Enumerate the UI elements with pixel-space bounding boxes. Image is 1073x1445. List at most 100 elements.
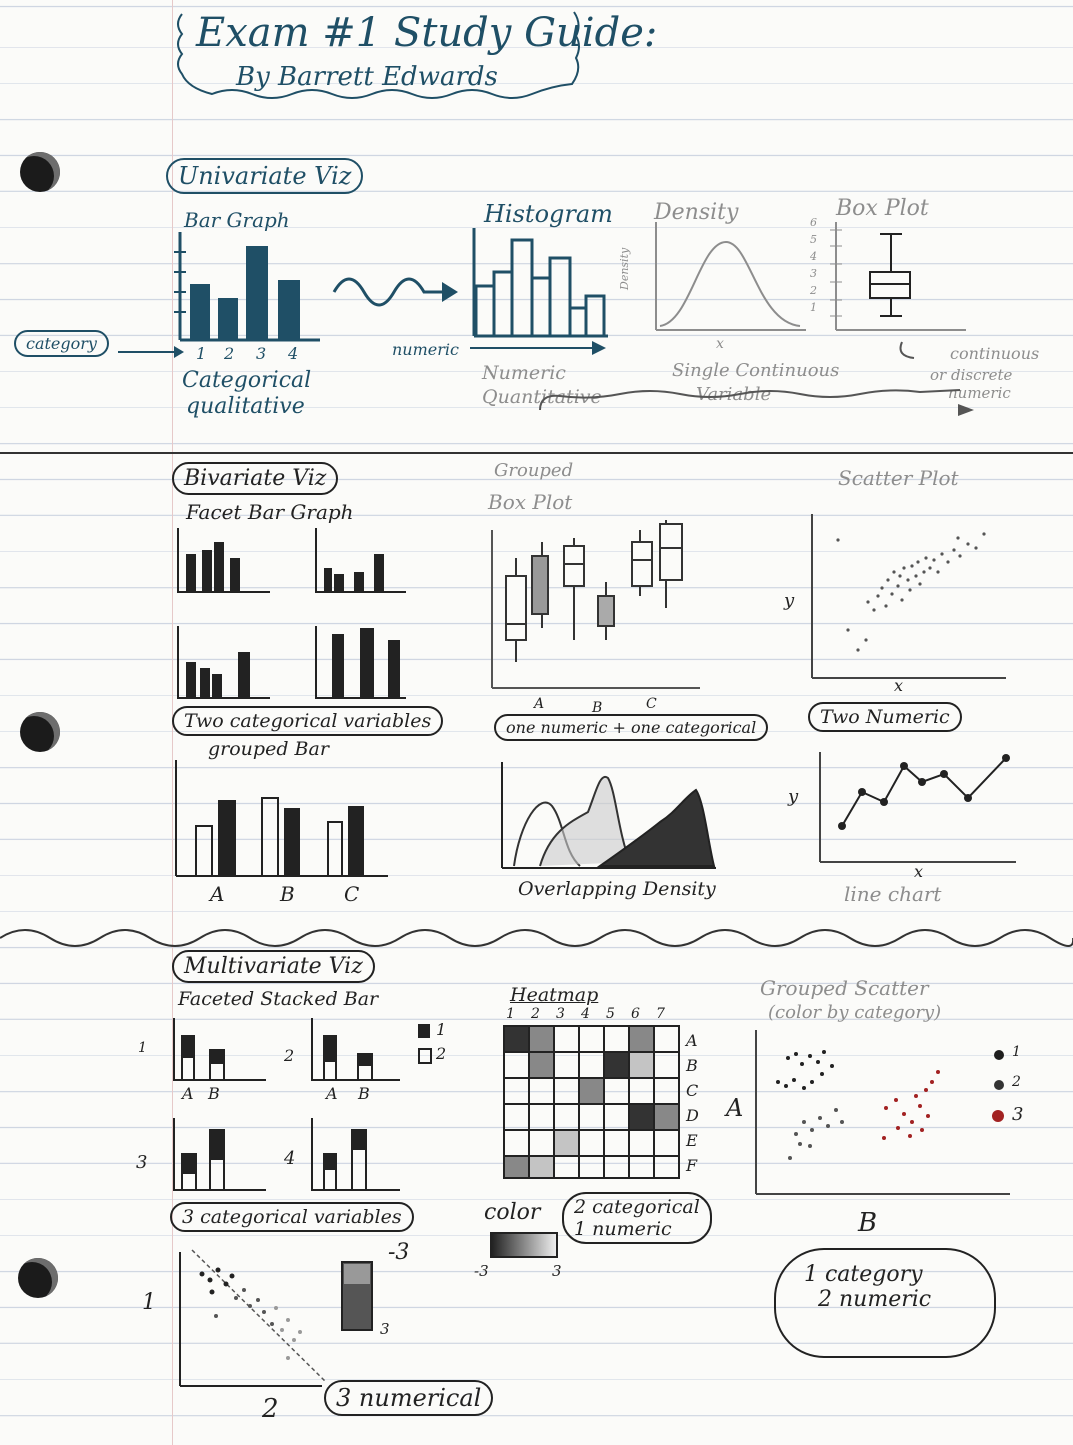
scatter-caption: Two Numeric: [808, 702, 962, 732]
box-plot-tick-4: 4: [810, 250, 817, 263]
heatmap-row-d: D: [686, 1106, 699, 1125]
line-chart-caption: line chart: [844, 882, 942, 906]
grouped-bar-label: grouped Bar: [208, 738, 329, 760]
legend-label-1: 1: [436, 1020, 447, 1039]
legend-label-2: 2: [436, 1044, 447, 1063]
scatter-chart: [811, 514, 1006, 679]
box-plot-caption-1: continuous: [950, 344, 1040, 363]
scatter-x-label: x: [894, 676, 904, 695]
heatmap-row-a: A: [686, 1031, 698, 1050]
heatmap-caption-1: 2 categorical: [574, 1196, 700, 1218]
overlap-density-chart: [501, 762, 716, 869]
heatmap-label: Heatmap: [510, 984, 599, 1006]
grouped-scatter-legend-2: 2: [1012, 1074, 1021, 1090]
scatter-label: Scatter Plot: [838, 466, 959, 490]
box-plot-tick-2: 2: [810, 284, 817, 297]
bar-graph-caption-2: qualitative: [186, 394, 305, 419]
heatmap-row-b: B: [686, 1056, 698, 1075]
bar-graph-caption-1: Categorical: [182, 368, 312, 393]
grouped-box-tick-b: B: [592, 700, 603, 716]
numeric3-scale-top: -3: [388, 1240, 410, 1265]
histogram-label: Histogram: [484, 200, 613, 228]
overlap-density-caption: Overlapping Density: [518, 878, 716, 900]
heatmap-color-label: color: [484, 1200, 541, 1225]
category-pill: category: [14, 330, 109, 357]
grouped-box-chart: [491, 520, 700, 689]
box-plot-tick-3: 3: [810, 267, 817, 280]
heatmap-col-labels: 1 2 3 4 5 6 7: [506, 1006, 682, 1022]
bar-graph-tick-1: 1: [196, 344, 207, 363]
faceted-stacked-caption: 3 categorical variables: [170, 1202, 414, 1232]
box-plot-tick-5: 5: [810, 233, 817, 246]
grouped-bar-tick-c: C: [344, 882, 360, 906]
heatmap-scale-max: 3: [552, 1262, 562, 1280]
heatmap-row-f: F: [686, 1156, 698, 1175]
binder-hole: [20, 152, 60, 192]
grouped-scatter-label-2: (color by category): [768, 1002, 942, 1023]
facet-label-3: 3: [136, 1152, 148, 1173]
line-chart-y-label: y: [788, 786, 799, 807]
facet-bar-chart: [177, 528, 406, 699]
grouped-box-label-1: Grouped: [494, 460, 574, 481]
heatmap-col-5: 5: [606, 1006, 615, 1022]
grouped-scatter-caption-2: 2 numeric: [818, 1287, 932, 1312]
box-plot-tick-6: 6: [810, 216, 817, 229]
heatmap-caption-2: 1 numeric: [574, 1218, 672, 1240]
box-plot-label: Box Plot: [836, 196, 929, 221]
density-label: Density: [654, 200, 739, 225]
continuous-squiggle: [539, 341, 974, 416]
box-plot-chart: [830, 222, 966, 331]
heatmap-col-3: 3: [556, 1006, 565, 1022]
grouped-scatter-label-1: Grouped Scatter: [760, 976, 929, 1000]
grouped-scatter-legend-dot-3: [992, 1110, 1004, 1122]
facet-bar-label: Facet Bar Graph: [186, 500, 354, 524]
facet-label-1: 1: [138, 1040, 147, 1056]
grouped-scatter-y-label: A: [726, 1094, 744, 1122]
heatmap-grid: [503, 1025, 680, 1179]
box-plot-tick-1: 1: [810, 301, 817, 314]
histogram-axis-label: numeric: [392, 340, 459, 359]
heatmap-row-e: E: [686, 1131, 698, 1150]
numeric3-chart: [179, 1249, 373, 1387]
section-header-multivariate: Multivariate Viz: [172, 950, 375, 983]
numeric3-y-label: 1: [142, 1290, 156, 1315]
grouped-scatter-legend-dot-1: [994, 1050, 1004, 1060]
heatmap-col-7: 7: [656, 1006, 665, 1022]
heatmap-caption: 2 categorical 1 numeric: [562, 1192, 712, 1244]
grouped-scatter-legend-dot-2: [994, 1080, 1004, 1090]
grouped-box-caption: one numeric + one categorical: [494, 714, 769, 741]
section-divider: [0, 452, 1073, 454]
section-header-bivariate: Bivariate Viz: [172, 462, 339, 495]
grouped-bar-tick-a: A: [210, 882, 225, 906]
grouped-box-label-2: Box Plot: [488, 490, 573, 514]
histogram-chart: [472, 228, 608, 338]
page-subtitle: By Barrett Edwards: [236, 62, 498, 92]
grouped-bar-chart: [175, 760, 388, 877]
bar-graph-tick-3: 3: [256, 344, 267, 363]
wavy-divider: [0, 929, 1073, 947]
density-y-label: Density: [618, 247, 631, 290]
grouped-scatter-chart: [755, 1030, 1010, 1195]
faceted-stacked-label: Faceted Stacked Bar: [178, 988, 379, 1010]
grouped-scatter-legend-1: 1: [1012, 1044, 1021, 1060]
section-header-univariate: Univariate Viz: [166, 158, 364, 194]
grouped-scatter-x-label: B: [858, 1208, 878, 1238]
facet-label-2: 2: [284, 1046, 295, 1065]
binder-hole: [18, 1258, 58, 1298]
facet-bar-caption: Two categorical variables: [172, 706, 444, 736]
bar-graph-chart: [174, 232, 320, 342]
heatmap-scale-min: -3: [474, 1262, 489, 1280]
density-caption-1: Single Continuous: [672, 360, 840, 381]
grouped-scatter-caption: 1 category 2 numeric: [774, 1248, 996, 1358]
grouped-bar-tick-b: B: [280, 882, 295, 906]
grouped-box-tick-c: C: [646, 696, 657, 712]
title-frame: [177, 11, 580, 99]
legend-swatch-empty: [418, 1048, 432, 1064]
heatmap-row-labels: A B C D E F: [686, 1028, 706, 1178]
grouped-box-tick-a: A: [534, 696, 545, 712]
density-x-label: x: [716, 336, 724, 352]
line-chart: [819, 752, 1016, 863]
facet-tick-a: A: [182, 1084, 194, 1103]
numeric3-caption: 3 numerical: [324, 1380, 494, 1416]
squiggle-arrow: [332, 277, 458, 307]
